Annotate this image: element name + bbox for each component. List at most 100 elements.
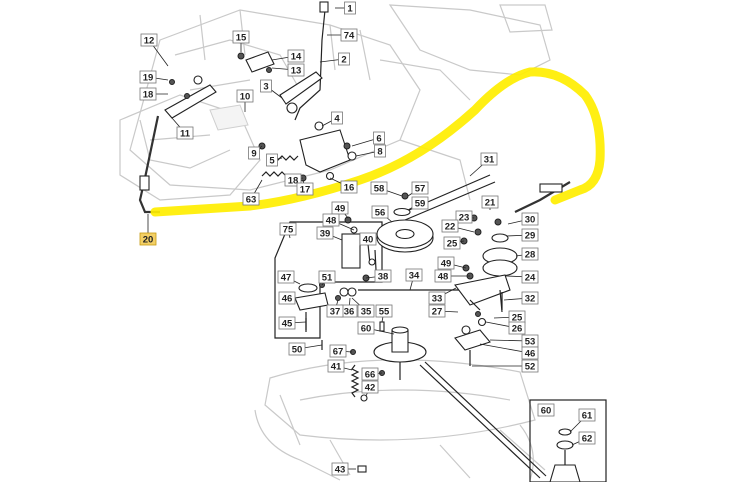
part-label-59: 59 (411, 196, 429, 210)
part-label-28: 28 (521, 247, 539, 261)
part-label-38: 38 (374, 269, 392, 283)
part-label-60: 60 (357, 321, 375, 335)
part-label-text: 19 (143, 73, 154, 84)
part-label-29: 29 (521, 228, 539, 242)
part-label-text: 12 (144, 36, 155, 47)
part-label-text: 22 (445, 222, 456, 233)
part-label-box (278, 316, 296, 330)
part-label-56: 56 (371, 205, 389, 219)
part-label-text: 36 (344, 307, 355, 318)
part-label-3: 3 (260, 79, 272, 93)
part-label-1: 1 (344, 1, 356, 15)
part-label-text: 31 (484, 155, 495, 166)
part-label-box (411, 181, 429, 195)
part-label-34: 34 (405, 268, 423, 282)
part-label-box (260, 79, 272, 93)
part-label-box (316, 226, 334, 240)
part-label-box (521, 247, 539, 261)
part-label-text: 23 (459, 213, 470, 224)
part-label-text: 41 (331, 362, 342, 373)
part-label-box (437, 256, 455, 270)
part-label-box (278, 291, 296, 305)
part-label-box (357, 304, 375, 318)
part-label-box (340, 28, 358, 42)
part-label-text: 51 (322, 273, 333, 284)
part-label-text: 18 (288, 176, 299, 187)
part-label-48: 48 (434, 269, 452, 283)
part-label-23: 23 (455, 210, 473, 224)
part-label-2: 2 (338, 52, 350, 66)
part-label-box (521, 212, 539, 226)
part-label-text: 43 (335, 465, 346, 476)
part-label-text: 55 (379, 307, 390, 318)
part-label-box (279, 222, 297, 236)
part-label-6: 6 (373, 131, 385, 145)
part-label-box (508, 321, 526, 335)
part-label-box (371, 205, 389, 219)
part-label-box (248, 146, 260, 160)
part-label-5: 5 (266, 153, 278, 167)
part-label-63: 63 (242, 192, 260, 206)
part-label-48: 48 (322, 213, 340, 227)
part-label-box (139, 70, 157, 84)
part-label-box (296, 182, 314, 196)
part-label-box (428, 291, 446, 305)
part-label-31: 31 (480, 152, 498, 166)
part-label-box (327, 359, 345, 373)
part-label-text: 16 (344, 183, 355, 194)
part-label-box (521, 228, 539, 242)
part-label-text: 25 (512, 313, 523, 324)
part-label-text: 17 (300, 185, 311, 196)
part-label-text: 29 (525, 231, 536, 242)
part-label-box (357, 321, 375, 335)
part-label-box (521, 270, 539, 284)
part-label-15: 15 (232, 30, 250, 44)
part-label-46: 46 (521, 346, 539, 360)
part-label-box (329, 344, 347, 358)
part-label-24: 24 (521, 270, 539, 284)
part-label-8: 8 (374, 144, 386, 158)
part-label-text: 6 (376, 134, 381, 145)
part-label-43: 43 (331, 462, 349, 476)
part-label-text: 53 (525, 337, 536, 348)
part-label-text: 40 (363, 235, 374, 246)
part-label-text: 14 (291, 52, 302, 63)
part-label-text: 15 (236, 33, 247, 44)
part-label-box (370, 181, 388, 195)
part-label-21: 21 (481, 195, 499, 209)
part-label-box (537, 403, 555, 417)
part-label-box (176, 126, 194, 140)
part-shapes (138, 1, 581, 482)
part-label-box (374, 269, 392, 283)
part-label-text: 48 (326, 216, 337, 227)
part-label-text: 35 (361, 307, 372, 318)
part-label-61: 61 (578, 408, 596, 422)
part-label-40: 40 (359, 232, 377, 246)
part-label-33: 33 (428, 291, 446, 305)
part-label-47: 47 (277, 270, 295, 284)
background-chassis (119, 4, 553, 481)
part-label-49: 49 (331, 201, 349, 215)
part-label-55: 55 (375, 304, 393, 318)
part-label-26: 26 (508, 321, 526, 335)
part-label-box (287, 63, 305, 77)
part-label-10: 10 (236, 89, 254, 103)
part-label-box (277, 270, 295, 284)
part-label-box (481, 195, 499, 209)
part-label-17: 17 (296, 182, 314, 196)
part-label-text: 20 (143, 235, 154, 246)
part-label-box (318, 270, 336, 284)
part-label-box (340, 180, 358, 194)
part-label-39: 39 (316, 226, 334, 240)
part-label-box (322, 213, 340, 227)
part-label-text: 32 (525, 294, 536, 305)
part-label-text: 60 (361, 324, 372, 335)
part-label-box (405, 268, 423, 282)
part-label-text: 75 (283, 225, 294, 236)
part-label-42: 42 (361, 380, 379, 394)
inset-frame-spindle (529, 399, 607, 482)
part-label-text: 3 (263, 82, 268, 93)
part-label-text: 26 (512, 324, 523, 335)
part-label-text: 66 (365, 370, 376, 381)
